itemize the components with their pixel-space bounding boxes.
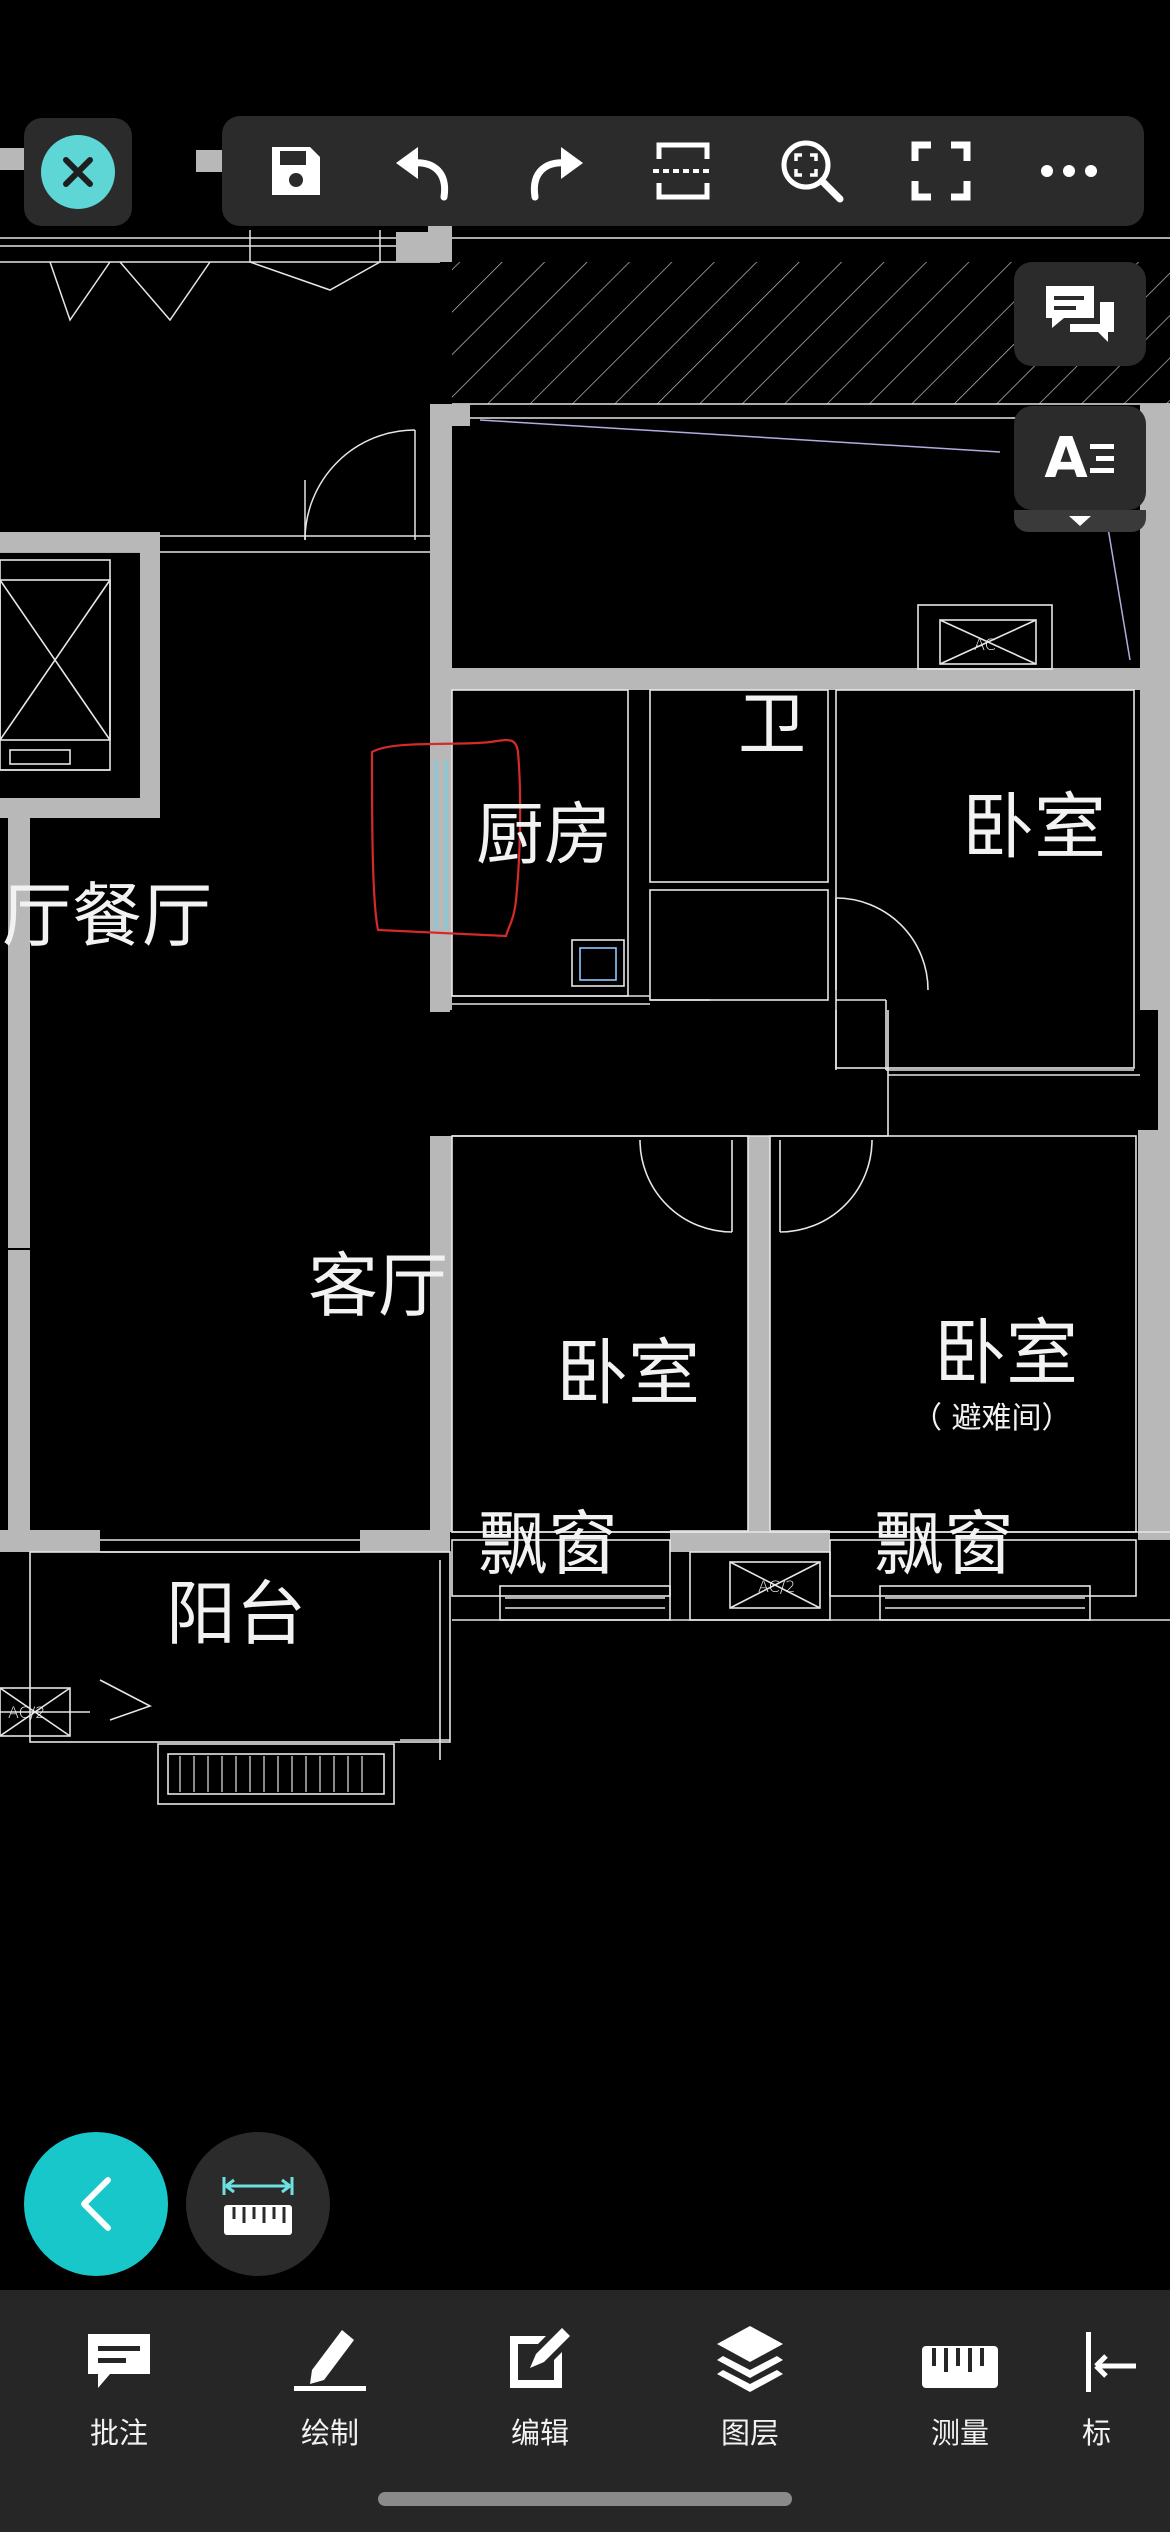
undo-button[interactable] <box>375 121 475 221</box>
more-icon <box>1041 165 1098 177</box>
dimension-icon <box>1086 2332 1136 2392</box>
ruler-measure-icon <box>222 2177 294 2235</box>
bottom-navigation-bar: 批注 绘制 编辑 <box>0 2290 1170 2532</box>
more-button[interactable] <box>1019 121 1119 221</box>
chevron-down-icon <box>1069 516 1091 526</box>
room-label-kitchen: 厨房 <box>476 796 612 875</box>
room-label-bedroom-ne: 卧室 <box>962 785 1106 869</box>
kitchen-window <box>435 760 447 930</box>
save-button[interactable] <box>246 121 346 221</box>
walls <box>0 148 1170 1552</box>
comments-icon <box>1046 286 1114 342</box>
home-indicator <box>378 2492 792 2506</box>
nav-draw-label: 绘制 <box>300 2416 359 2450</box>
comments-button[interactable] <box>1014 262 1146 366</box>
ac-label-balcony: AC/2 <box>8 1703 45 1722</box>
room-label-bathroom: 卫 <box>738 686 806 765</box>
top-toolbar <box>222 116 1144 226</box>
quick-measure-button[interactable] <box>186 2132 330 2276</box>
chevron-left-icon <box>81 2177 111 2231</box>
font-size-icon: A <box>1044 425 1088 491</box>
fullscreen-button[interactable] <box>891 121 991 221</box>
red-markup-annotation <box>370 738 522 938</box>
zoom-extent-icon <box>781 140 844 203</box>
room-label-bedroom-se: 卧室 <box>934 1311 1078 1395</box>
measure-icon <box>922 2346 998 2388</box>
text-lines-icon <box>1089 444 1114 473</box>
region-select-button[interactable] <box>633 121 733 221</box>
nav-layers[interactable]: 图层 <box>675 2318 825 2452</box>
nav-draw[interactable]: 绘制 <box>255 2318 405 2452</box>
nav-dimension[interactable]: 标 <box>1076 2318 1170 2452</box>
room-label-bay-window-1: 飘窗 <box>478 1503 618 1585</box>
room-label-dining: 厅餐厅 <box>2 875 212 957</box>
room-label-bay-window-2: 飘窗 <box>874 1503 1014 1585</box>
text-style-button[interactable]: A <box>1014 406 1146 510</box>
room-label-balcony: 阳台 <box>166 1573 306 1655</box>
room-label-living: 客厅 <box>308 1245 448 1327</box>
collapse-back-button[interactable] <box>24 2132 168 2276</box>
ac-label-bay: AC/2 <box>758 1577 795 1596</box>
zoom-extent-button[interactable] <box>762 121 862 221</box>
layers-icon <box>717 2326 783 2392</box>
room-label-bedroom-mid: 卧室 <box>556 1331 700 1415</box>
undo-icon <box>396 147 449 201</box>
top-linework <box>0 230 1170 661</box>
pencil-icon <box>294 2330 366 2391</box>
ac-label-top: AC <box>974 635 996 654</box>
close-icon <box>41 135 115 209</box>
nav-measure-label: 测量 <box>930 2416 989 2450</box>
panel-expand-toggle[interactable] <box>1014 510 1146 532</box>
room-linework <box>0 559 1170 1805</box>
redo-button[interactable] <box>504 121 604 221</box>
nav-measure[interactable]: 测量 <box>885 2318 1035 2452</box>
edit-icon <box>510 2328 570 2388</box>
nav-annotation[interactable]: 批注 <box>44 2318 194 2452</box>
nav-dimension-label: 标 <box>1082 2416 1112 2450</box>
nav-layers-label: 图层 <box>720 2416 779 2450</box>
room-note-refuge: （ 避难间） <box>912 1401 1072 1436</box>
close-button[interactable] <box>24 118 132 226</box>
save-icon <box>272 147 321 195</box>
redo-icon <box>531 147 584 201</box>
balcony-railing <box>179 1756 363 1792</box>
annotation-icon <box>88 2334 150 2388</box>
fullscreen-icon <box>911 141 971 201</box>
nav-edit-label: 编辑 <box>510 2416 569 2450</box>
nav-annotation-label: 批注 <box>89 2416 148 2450</box>
crop-region-icon <box>652 142 713 200</box>
nav-edit[interactable]: 编辑 <box>465 2318 615 2452</box>
